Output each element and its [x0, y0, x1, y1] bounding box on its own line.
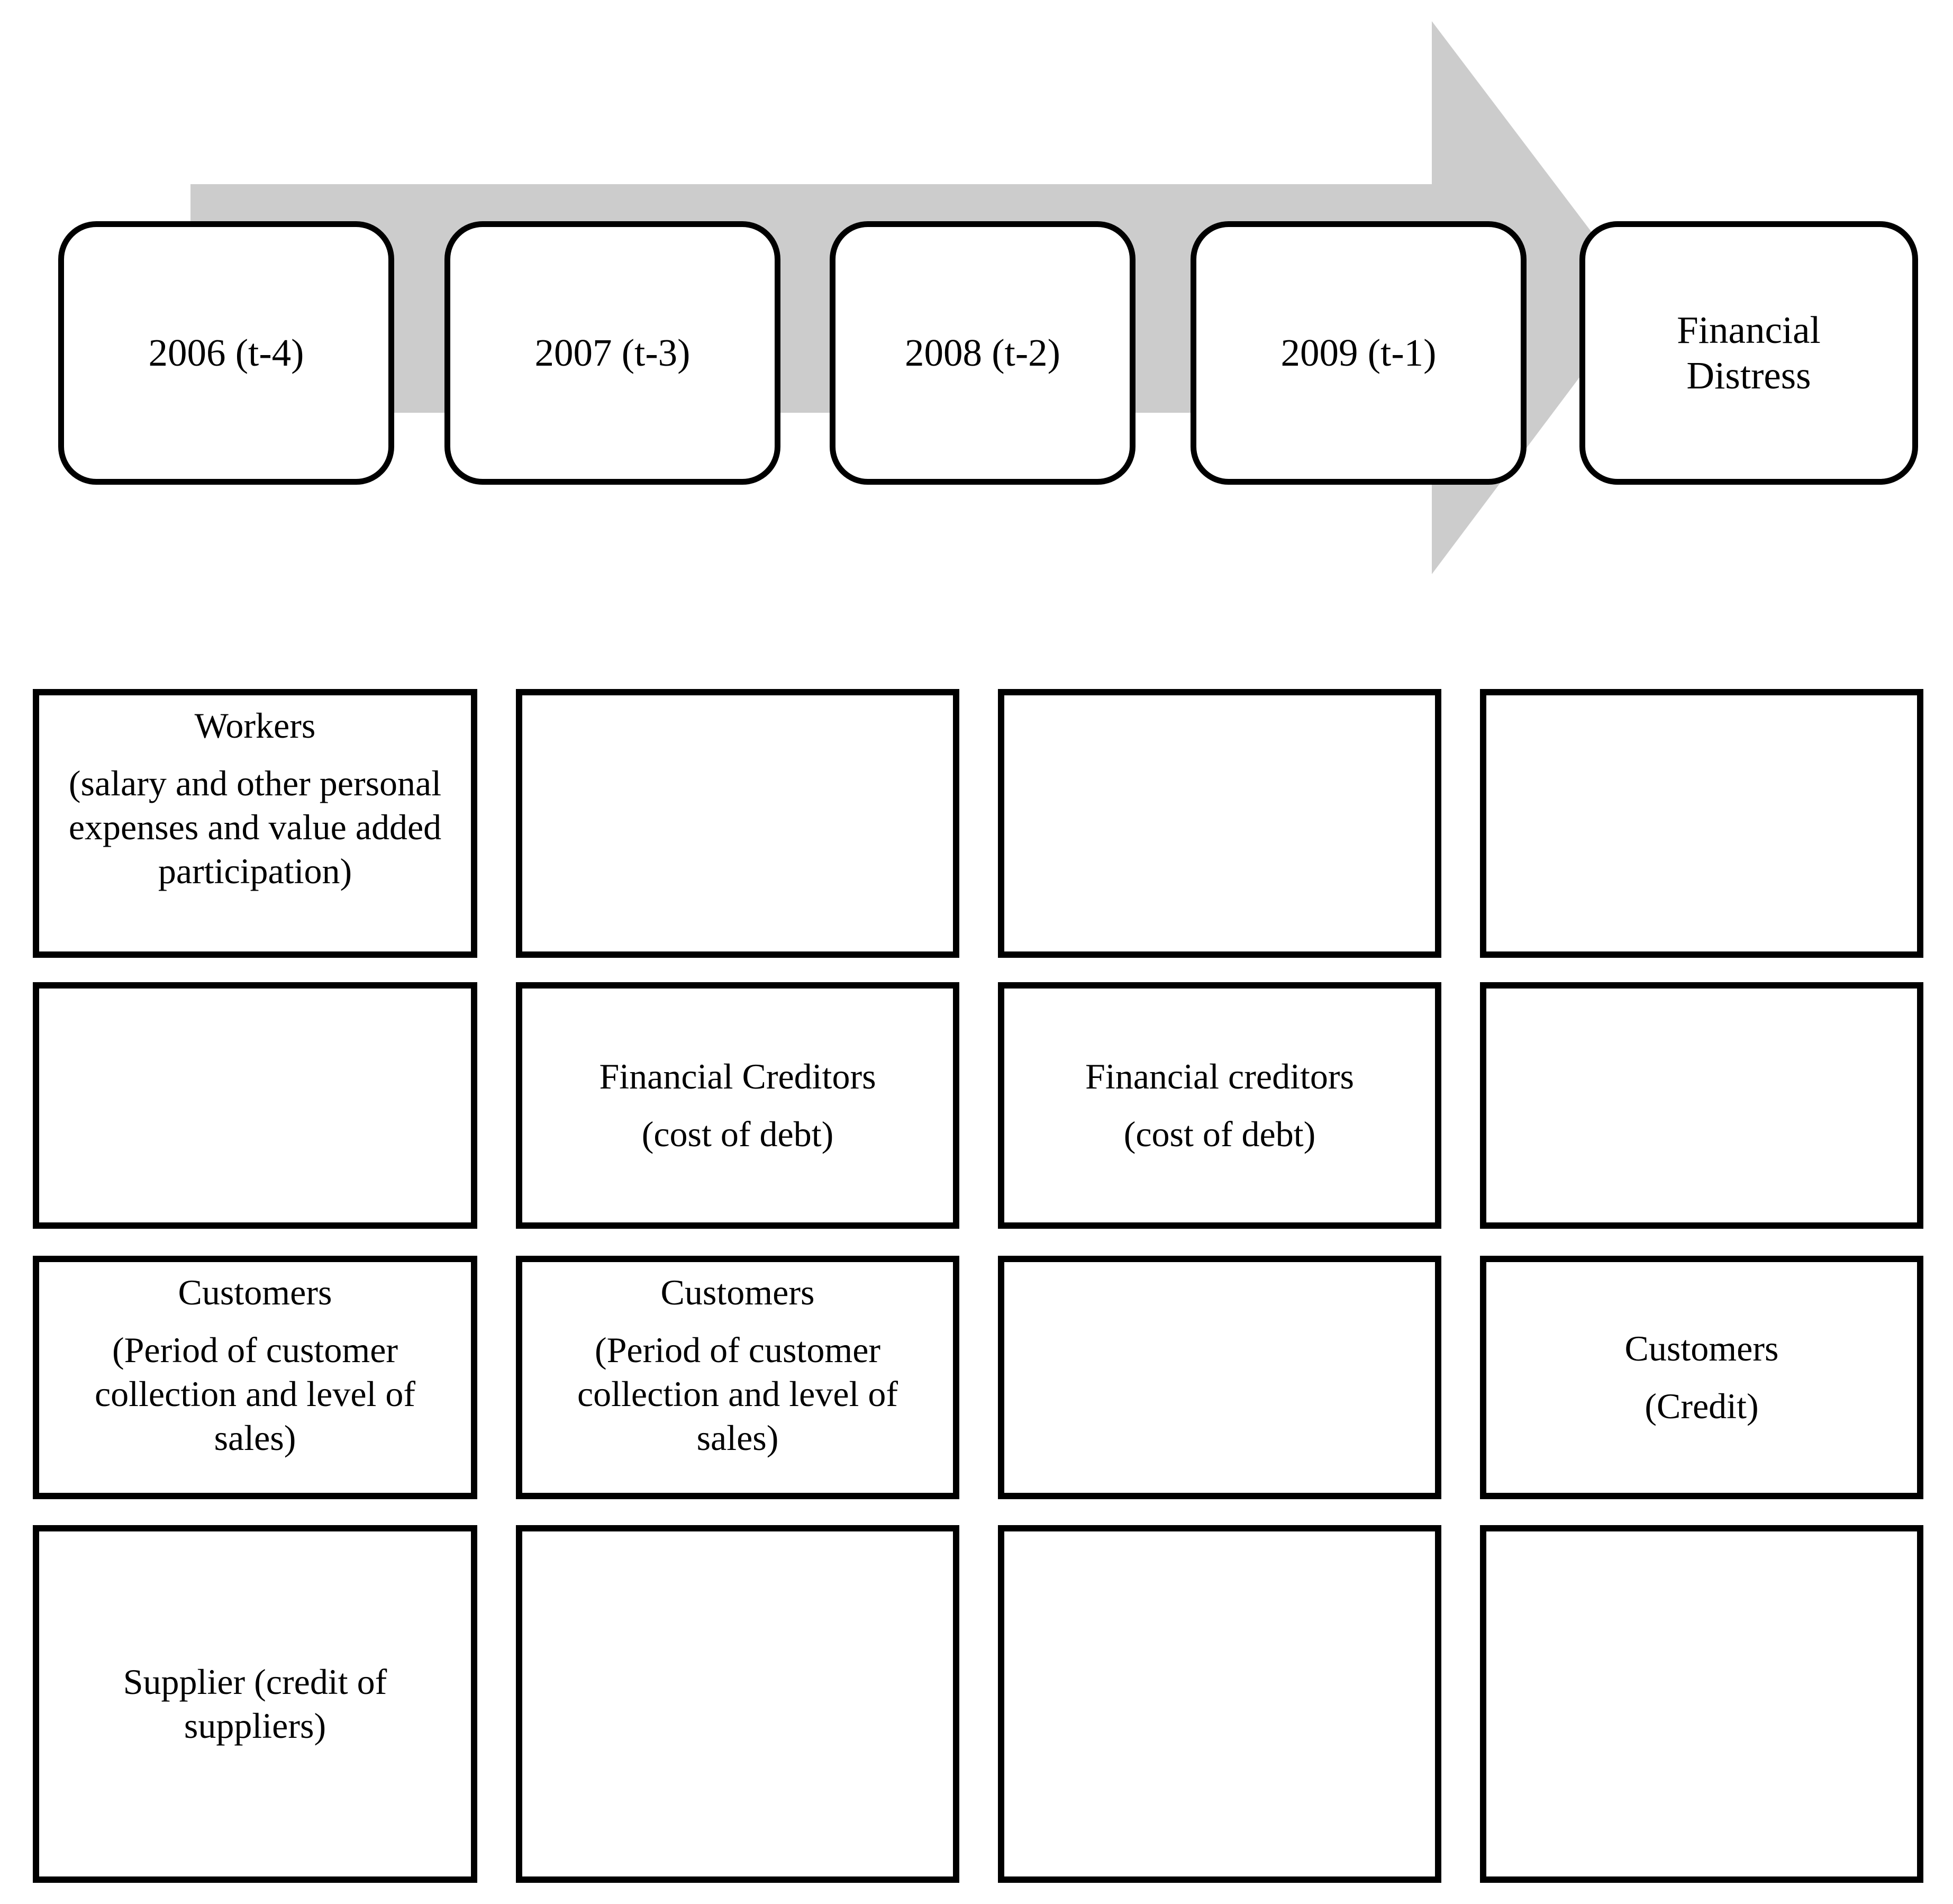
- grid-cell-title: Customers: [1624, 1328, 1779, 1369]
- grid-cell-subtitle: Supplier (credit of suppliers): [123, 1662, 387, 1746]
- grid-cell-title: Workers: [194, 705, 316, 746]
- timeline-box-label: 2009 (t-1): [1280, 331, 1437, 374]
- timeline-box-label: 2007 (t-3): [534, 331, 691, 374]
- grid-cell-title: Customers: [178, 1272, 332, 1312]
- timeline-box-label: 2008 (t-2): [905, 331, 1060, 374]
- grid-cell-r2c1[interactable]: Customers (Period of customer collection…: [516, 1256, 959, 1499]
- grid-cell-r0c2[interactable]: [998, 689, 1441, 958]
- grid-cell-r3c2[interactable]: [998, 1525, 1441, 1883]
- grid-cell-subtitle: (cost of debt): [641, 1114, 834, 1154]
- timeline-section: 2006 (t-4) 2007 (t-3) 2008 (t-2) 2009 (t…: [0, 0, 1953, 667]
- grid-cell-subtitle: (Period of customer collection and level…: [94, 1329, 416, 1458]
- grid-cell-title: Customers: [660, 1272, 815, 1312]
- grid-cell-r1c0[interactable]: [33, 982, 477, 1229]
- timeline-box-label: 2006 (t-4): [148, 331, 304, 374]
- grid-cell-r1c3[interactable]: [1480, 982, 1923, 1229]
- timeline-box-2006[interactable]: 2006 (t-4): [58, 221, 394, 485]
- timeline-box-financial-distress[interactable]: Financial Distress: [1579, 221, 1918, 485]
- grid-cell-r1c2[interactable]: Financial creditors (cost of debt): [998, 982, 1441, 1229]
- grid-cell-subtitle: (Period of customer collection and level…: [577, 1329, 898, 1458]
- grid-cell-r3c0[interactable]: Supplier (credit of suppliers): [33, 1525, 477, 1883]
- timeline-box-2007[interactable]: 2007 (t-3): [444, 221, 780, 485]
- grid-cell-r0c0[interactable]: Workers (salary and other personal expen…: [33, 689, 477, 958]
- grid-cell-title: Financial creditors: [1085, 1056, 1354, 1097]
- grid-cell-r1c1[interactable]: Financial Creditors (cost of debt): [516, 982, 959, 1229]
- timeline-box-2008[interactable]: 2008 (t-2): [830, 221, 1136, 485]
- grid-cell-r3c1[interactable]: [516, 1525, 959, 1883]
- grid-cell-r2c3[interactable]: Customers (Credit): [1480, 1256, 1923, 1499]
- grid-cell-r0c3[interactable]: [1480, 689, 1923, 958]
- grid-cell-subtitle: (salary and other personal expenses and …: [68, 763, 442, 891]
- grid-cell-subtitle: (cost of debt): [1123, 1114, 1316, 1154]
- timeline-box-2009[interactable]: 2009 (t-1): [1191, 221, 1527, 485]
- timeline-box-label: Financial Distress: [1677, 308, 1821, 397]
- stakeholder-grid: Workers (salary and other personal expen…: [0, 683, 1953, 1900]
- grid-cell-r0c1[interactable]: [516, 689, 959, 958]
- grid-cell-r3c3[interactable]: [1480, 1525, 1923, 1883]
- grid-cell-title: Financial Creditors: [599, 1056, 876, 1097]
- grid-cell-r2c2[interactable]: [998, 1256, 1441, 1499]
- grid-cell-subtitle: (Credit): [1645, 1386, 1759, 1426]
- grid-cell-r2c0[interactable]: Customers (Period of customer collection…: [33, 1256, 477, 1499]
